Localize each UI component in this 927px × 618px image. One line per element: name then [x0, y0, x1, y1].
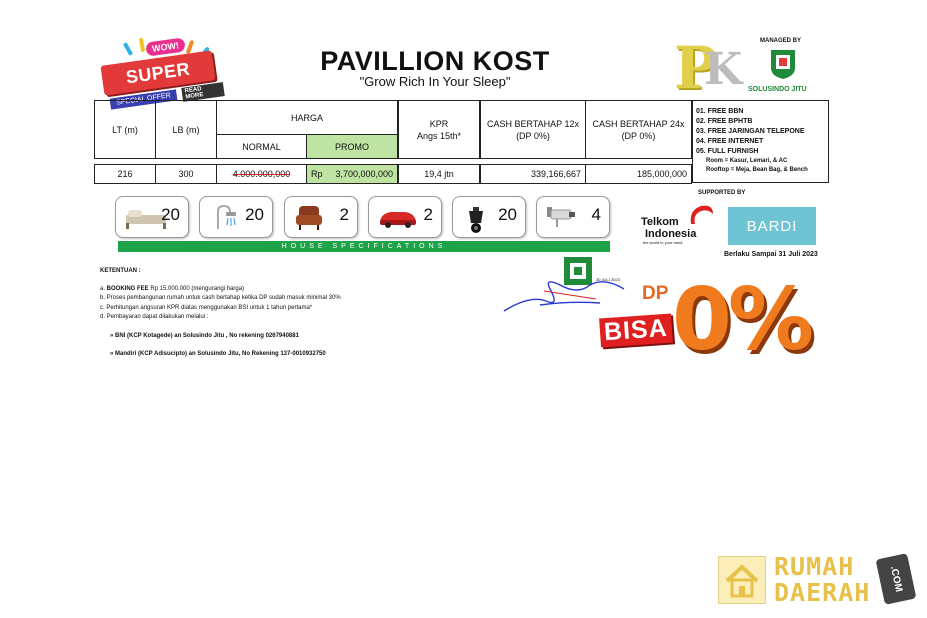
benefit-item: 02. FREE BPHTB — [696, 118, 753, 125]
read-more-label: READ MORE — [181, 82, 225, 102]
benefit-item: 01. FREE BBN — [696, 108, 744, 115]
page-title: PAVILLION KOST — [320, 46, 550, 76]
term-a-prefix: a. — [100, 286, 107, 292]
term-c: c. Perhitungan angsuran KPR diatas mengg… — [100, 305, 313, 311]
solusindo-logo-icon — [771, 50, 795, 79]
term-a: a. BOOKING FEE Rp 15.000.000 (mengurangi… — [100, 286, 244, 292]
spec-car: 2 — [368, 196, 442, 238]
ray-decoration — [122, 41, 134, 57]
booking-fee-label: BOOKING FEE — [106, 286, 149, 292]
cctv-count: 4 — [591, 205, 601, 224]
term-d: d. Pembayaran dapat dilakukan melalui : — [100, 314, 209, 320]
header-promo: PROMO — [306, 134, 398, 159]
shower-count: 20 — [245, 205, 264, 224]
benefit-rooftop: Rooftop = Meja, Bean Bag, & Bench — [706, 167, 808, 173]
cell-lb: 300 — [155, 164, 217, 184]
cell-promo-price: Rp 3,700,000,000 — [306, 164, 398, 184]
benefits-list: 01. FREE BBN 02. FREE BPHTB 03. FREE JAR… — [692, 100, 829, 183]
telkom-logo: Telkom Indonesia the world in your hand — [641, 205, 721, 246]
spec-cctv: 4 — [536, 196, 610, 238]
tagline: "Grow Rich In Your Sleep" — [359, 74, 511, 89]
cell-normal-price: 4.000.000,000 — [216, 164, 307, 184]
telkom-text-1: Telkom — [641, 216, 679, 228]
motorcycle-count: 20 — [498, 205, 517, 224]
valid-until-label: Berlaku Sampai 31 Juli 2023 — [724, 251, 818, 258]
ray-decoration — [138, 37, 146, 53]
bisa-label: BISA — [599, 313, 673, 348]
header-cash-24x: CASH BERTAHAP 24x (DP 0%) — [585, 100, 692, 159]
cell-kpr: 19,4 jtn — [398, 164, 480, 184]
supported-by-label: SUPPORTED BY — [698, 190, 746, 196]
rumah-daerah-house-icon — [718, 556, 766, 604]
shower-icon — [217, 204, 236, 229]
terms-title: KETENTUAN : — [100, 268, 141, 274]
header-kpr: KPR Angs 15th* — [398, 100, 480, 159]
telkom-tagline: the world in your hand — [643, 240, 683, 245]
cctv-icon — [547, 207, 575, 227]
pk-logo: P K — [672, 34, 743, 102]
pk-logo-k: K — [704, 44, 743, 95]
cell-cash-12x: 339,166,667 — [480, 164, 586, 184]
zero-percent-label: 0% — [672, 270, 814, 370]
signature-icon — [503, 257, 625, 312]
header-normal: NORMAL — [216, 134, 307, 159]
bank-bni: » BNI (KCP Kotagede) an Solusindo Jitu ,… — [110, 333, 299, 339]
manager-name: SOLUSINDO JITU — [748, 86, 807, 93]
managed-by-label: MANAGED BY — [760, 38, 802, 44]
bank-mandiri: » Mandiri (KCP Adisucipto) an Solusindo … — [110, 351, 326, 357]
stamp-date: 30 JULI 2023 — [596, 277, 620, 282]
benefit-item: 04. FREE INTERNET — [696, 138, 764, 145]
spec-motorcycle: 20 — [452, 196, 526, 238]
term-b: b. Proses pembangunan rumah untuk cash b… — [100, 295, 341, 301]
header-cash-12x: CASH BERTAHAP 12x (DP 0%) — [480, 100, 586, 159]
telkom-text-2: Indonesia — [645, 228, 697, 240]
benefit-item: 05. FULL FURNISH — [696, 148, 759, 155]
header-lt: LT (m) — [94, 100, 156, 159]
car-icon — [380, 212, 416, 228]
cell-cash-24x: 185,000,000 — [585, 164, 692, 184]
watermark-com: .COM — [875, 553, 917, 605]
cell-lt: 216 — [94, 164, 156, 184]
dp-label: DP — [642, 283, 669, 304]
term-a-text: Rp 15.000.000 (mengurangi harga) — [148, 286, 245, 292]
pk-logo-p: P — [674, 34, 718, 102]
stamp-signature: 30 JULI 2023 — [500, 255, 630, 315]
watermark-line-1: RUMAH — [774, 552, 855, 581]
header-lb: LB (m) — [155, 100, 217, 159]
spec-shower: 20 — [199, 196, 273, 238]
armchair-count: 2 — [339, 205, 349, 224]
benefit-room: Room = Kasur, Lemari, & AC — [706, 158, 788, 164]
armchair-icon — [296, 206, 322, 230]
promo-value: 3,700,000,000 — [335, 169, 393, 179]
motorcycle-icon — [469, 207, 483, 233]
header-harga: HARGA — [216, 100, 398, 135]
watermark-line-2: DAERAH — [774, 578, 871, 607]
telkom-swirl-icon — [690, 205, 713, 224]
promo-currency: Rp — [311, 169, 323, 179]
bardi-logo: BARDI — [728, 207, 816, 245]
bed-icon — [126, 210, 166, 229]
house-specifications-bar: HOUSE SPECIFICATIONS — [118, 241, 610, 252]
bed-count: 20 — [161, 205, 180, 224]
benefit-item: 03. FREE JARINGAN TELEPONE — [696, 128, 805, 135]
car-count: 2 — [423, 205, 433, 224]
spec-bed: 20 — [115, 196, 189, 238]
spec-armchair: 2 — [284, 196, 358, 238]
